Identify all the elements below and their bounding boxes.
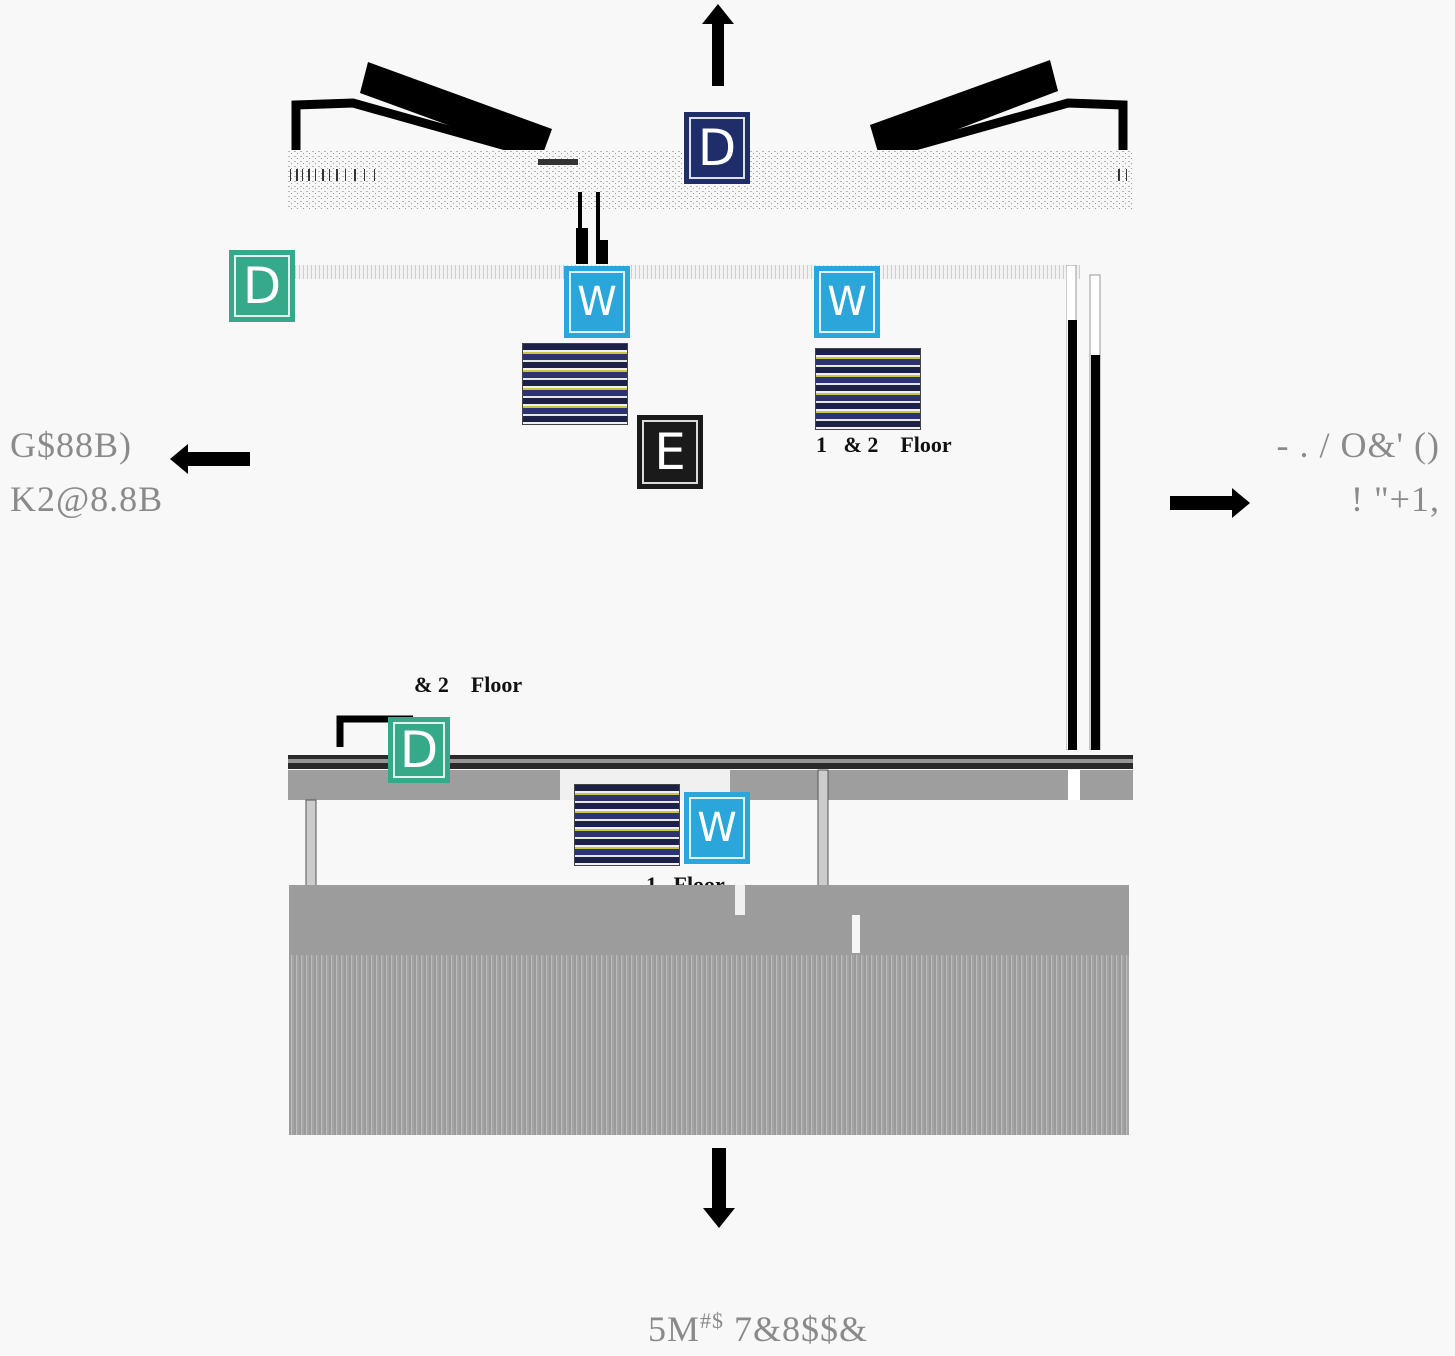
upper-floor-label: 1 & 2 Floor <box>816 432 952 457</box>
mid-floor-label: & 2 Floor <box>414 672 523 697</box>
d-badge-mid: D <box>388 717 450 783</box>
photo-thumbnail-right <box>815 348 921 430</box>
badge-frame <box>642 420 698 484</box>
east-text-line2: ! "+1, <box>1351 479 1440 519</box>
west-text-line1: G$88B) <box>10 425 132 465</box>
south-text-b: 7&8$$& <box>724 1309 869 1349</box>
ground-slab <box>289 885 1129 955</box>
east-arrow <box>1170 488 1250 518</box>
badge-letter: W <box>697 805 737 851</box>
photo-thumbnail-bottom <box>574 784 680 866</box>
east-direction-text: - . / O&' () ! "+1, <box>1270 418 1440 526</box>
basement-block <box>289 955 1129 1135</box>
w-badge-left: W <box>564 266 630 338</box>
badge-frame <box>689 117 745 179</box>
badge-letter: W <box>827 279 867 325</box>
w-badge-right: W <box>814 266 880 338</box>
d-badge-left: D <box>229 250 295 322</box>
badge-letter: D <box>697 119 737 177</box>
badge-frame <box>569 271 625 333</box>
south-direction-text: 5M#$ 7&8$$& <box>628 1240 868 1356</box>
south-text-sup: #$ <box>700 1308 725 1333</box>
west-arrow <box>170 444 250 474</box>
badge-letter: E <box>654 423 686 481</box>
photo-thumbnail-left <box>522 343 628 425</box>
badge-letter: D <box>399 721 439 779</box>
stair-connector-upper <box>576 192 608 264</box>
west-direction-text: G$88B) K2@8.8B <box>10 418 163 526</box>
badge-frame <box>393 722 445 778</box>
south-text-a: 5M <box>648 1309 701 1349</box>
badge-letter: D <box>242 257 282 315</box>
e-badge: E <box>637 415 703 489</box>
badge-frame <box>234 255 290 317</box>
upper-floor-line <box>295 265 1080 279</box>
west-text-line2: K2@8.8B <box>10 479 164 519</box>
north-arrow <box>702 4 734 86</box>
ground-slab-mark <box>852 915 860 953</box>
d-badge-top: D <box>684 112 750 184</box>
badge-frame <box>689 797 745 859</box>
ground-slab-gap <box>735 885 745 915</box>
right-columns <box>1066 265 1101 750</box>
badge-letter: W <box>577 279 617 325</box>
east-text-line1: - . / O&' () <box>1276 425 1440 465</box>
south-arrow <box>703 1148 735 1228</box>
badge-frame <box>819 271 875 333</box>
w-badge-bottom: W <box>684 792 750 864</box>
